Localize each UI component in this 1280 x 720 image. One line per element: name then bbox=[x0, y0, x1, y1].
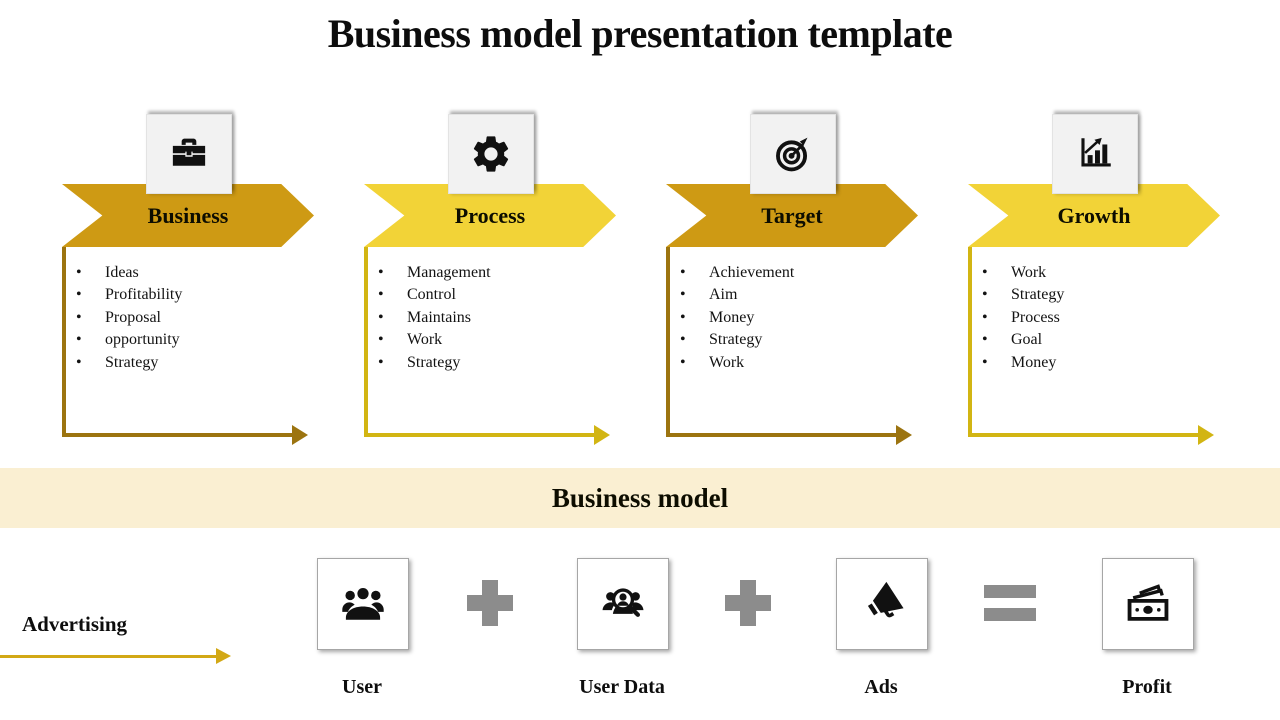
bullet-list-target: Achievement Aim Money Strategy Work bbox=[680, 262, 920, 374]
bullet-item: Ideas bbox=[76, 262, 316, 285]
equals-icon bbox=[984, 585, 1036, 621]
users-icon bbox=[342, 588, 384, 620]
bullet-item: Strategy bbox=[982, 284, 1222, 307]
advertising-arrow bbox=[0, 655, 218, 658]
bullet-item: Strategy bbox=[76, 352, 316, 375]
bullet-item: Control bbox=[378, 284, 618, 307]
bullet-item: Strategy bbox=[378, 352, 618, 375]
target-icon-card bbox=[750, 114, 836, 194]
growth-chart-icon bbox=[1081, 137, 1111, 167]
step-label-user: User bbox=[342, 676, 382, 698]
page-title: Business model presentation template bbox=[327, 11, 953, 56]
bullet-item: Money bbox=[982, 352, 1222, 375]
briefcase-icon-card bbox=[146, 114, 232, 194]
user-icon-card bbox=[317, 558, 409, 650]
bullet-list-process: Management Control Maintains Work Strate… bbox=[378, 262, 618, 374]
bullet-item: Aim bbox=[680, 284, 920, 307]
advertising-arrowhead-icon bbox=[216, 648, 231, 664]
bullet-item: Strategy bbox=[680, 329, 920, 352]
step-label-profit: Profit bbox=[1122, 676, 1172, 698]
step-label-user-data: User Data bbox=[579, 676, 665, 698]
banner-target: Target bbox=[666, 184, 918, 247]
gear-icon-card bbox=[448, 114, 534, 194]
bullet-item: Proposal bbox=[76, 307, 316, 330]
bullet-item: opportunity bbox=[76, 329, 316, 352]
step-label-ads: Ads bbox=[864, 676, 898, 698]
banner-label: Business bbox=[147, 202, 229, 228]
bullet-item: Achievement bbox=[680, 262, 920, 285]
bullet-item: Maintains bbox=[378, 307, 618, 330]
flow-arrow bbox=[62, 247, 322, 447]
arrowhead-icon bbox=[896, 425, 912, 445]
column-growth: Growth Work Strategy Process Goal Money bbox=[968, 0, 1268, 465]
banner-business: Business bbox=[62, 184, 314, 247]
bullet-item: Work bbox=[680, 352, 920, 375]
ads-icon-card bbox=[836, 558, 928, 650]
arrowhead-icon bbox=[1198, 425, 1214, 445]
bullet-item: Money bbox=[680, 307, 920, 330]
arrowhead-icon bbox=[594, 425, 610, 445]
advertising-label: Advertising bbox=[22, 612, 127, 636]
flow-arrow bbox=[666, 247, 926, 447]
gear-icon bbox=[473, 136, 509, 172]
user-data-search-icon bbox=[602, 588, 644, 617]
user-data-icon-card bbox=[577, 558, 669, 650]
column-business: Business Ideas Profitability Proposal op… bbox=[62, 0, 362, 465]
bullet-item: Work bbox=[378, 329, 618, 352]
profit-icon-card bbox=[1102, 558, 1194, 650]
growth-chart-icon-card bbox=[1052, 114, 1138, 194]
bullet-item: Process bbox=[982, 307, 1222, 330]
column-process: Process Management Control Maintains Wor… bbox=[364, 0, 664, 465]
money-icon bbox=[1127, 584, 1169, 621]
flow-arrow bbox=[968, 247, 1228, 447]
bullet-list-growth: Work Strategy Process Goal Money bbox=[982, 262, 1222, 374]
band-title: Business model bbox=[551, 482, 729, 513]
banner-label: Growth bbox=[1057, 202, 1131, 228]
business-model-band: Business model bbox=[0, 468, 1280, 528]
flow-arrow bbox=[364, 247, 624, 447]
plus-icon bbox=[467, 580, 513, 626]
megaphone-icon bbox=[867, 581, 904, 618]
target-icon bbox=[776, 137, 808, 172]
bullet-item: Work bbox=[982, 262, 1222, 285]
banner-label: Process bbox=[454, 202, 526, 228]
arrowhead-icon bbox=[292, 425, 308, 445]
bullet-item: Goal bbox=[982, 329, 1222, 352]
bullet-item: Profitability bbox=[76, 284, 316, 307]
plus-icon bbox=[725, 580, 771, 626]
banner-label: Target bbox=[761, 202, 823, 228]
banner-growth: Growth bbox=[968, 184, 1220, 247]
briefcase-icon bbox=[172, 138, 206, 166]
column-target: Target Achievement Aim Money Strategy Wo… bbox=[666, 0, 966, 465]
banner-process: Process bbox=[364, 184, 616, 247]
bullet-item: Management bbox=[378, 262, 618, 285]
bullet-list-business: Ideas Profitability Proposal opportunity… bbox=[76, 262, 316, 374]
